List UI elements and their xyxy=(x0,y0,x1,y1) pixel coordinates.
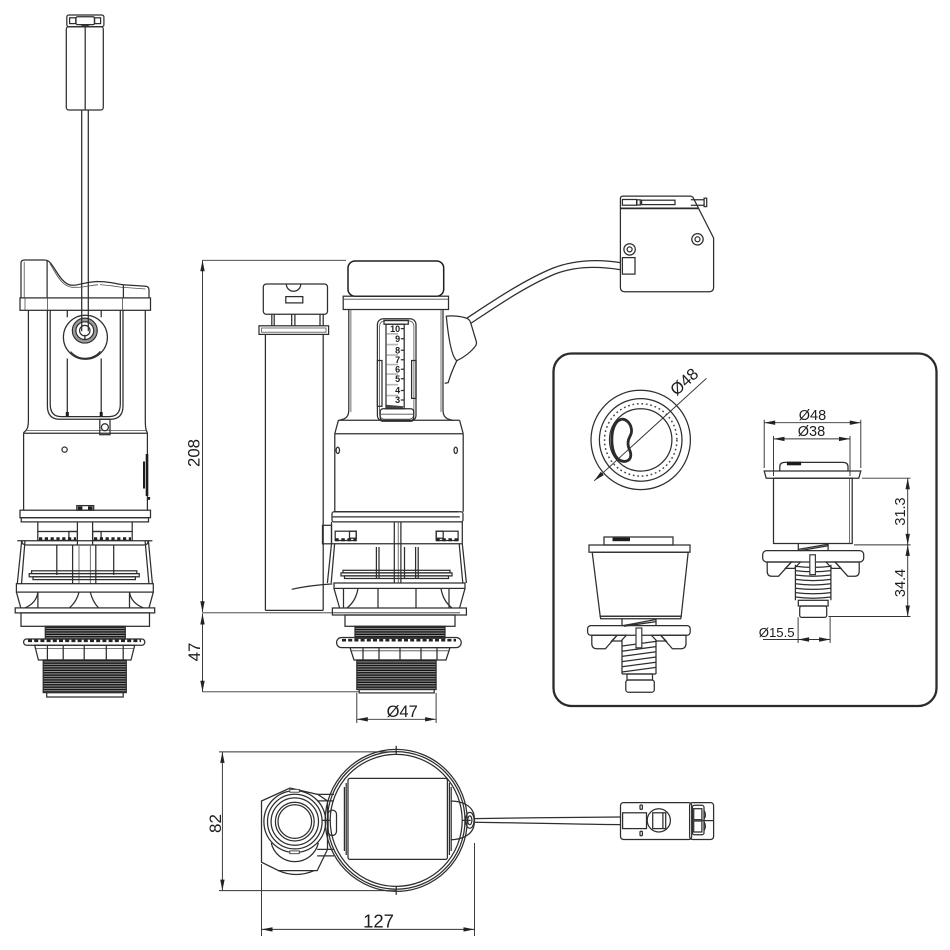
svg-text:6: 6 xyxy=(395,364,400,374)
svg-text:10: 10 xyxy=(390,324,400,334)
svg-text:34.4: 34.4 xyxy=(893,569,909,597)
svg-text:208: 208 xyxy=(185,439,204,467)
svg-text:9: 9 xyxy=(395,334,400,344)
svg-text:31.3: 31.3 xyxy=(893,497,909,525)
svg-text:3: 3 xyxy=(395,395,400,405)
svg-text:82: 82 xyxy=(206,814,225,833)
svg-text:Ø15.5: Ø15.5 xyxy=(759,625,795,640)
svg-text:127: 127 xyxy=(363,911,394,932)
svg-text:Ø47: Ø47 xyxy=(387,703,418,721)
svg-text:8: 8 xyxy=(395,346,400,356)
svg-text:Ø48: Ø48 xyxy=(799,408,826,424)
svg-text:7: 7 xyxy=(395,355,400,365)
svg-text:5: 5 xyxy=(395,374,400,384)
svg-text:4: 4 xyxy=(395,386,400,396)
svg-text:Ø38: Ø38 xyxy=(798,424,825,440)
svg-text:47: 47 xyxy=(185,643,204,662)
